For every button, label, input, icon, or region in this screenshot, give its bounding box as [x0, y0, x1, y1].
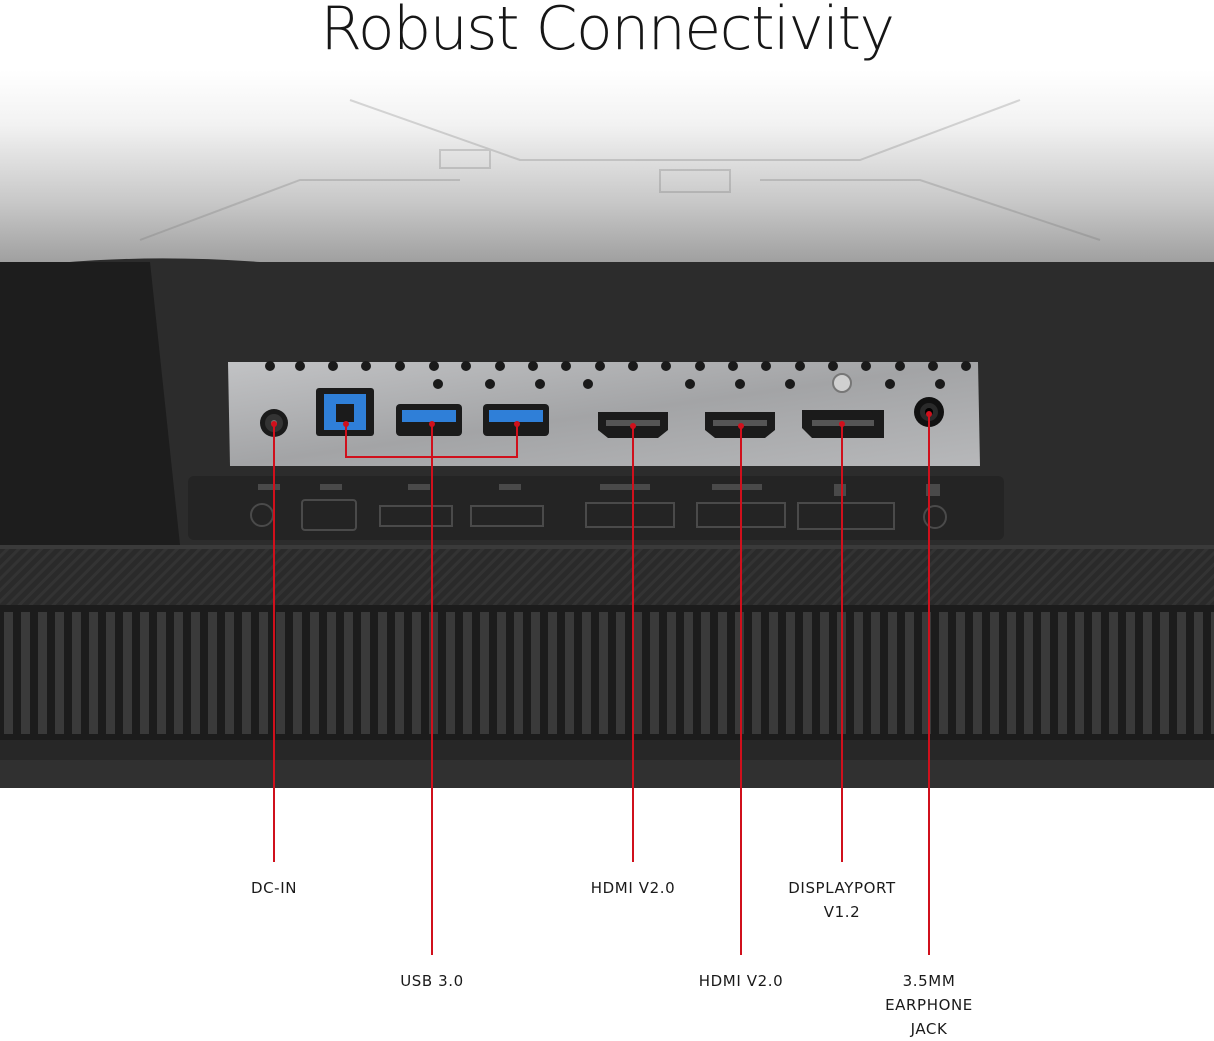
usb-a-port-2: [483, 404, 549, 436]
label-hdmi-2: HDMI V2.0: [590, 879, 676, 897]
page-title: Robust Connectivity: [320, 0, 895, 64]
label-displayport: DISPLAYPORT V1.2: [772, 876, 912, 924]
port-legend-strip: [188, 476, 1004, 540]
callout-lines: [273, 414, 930, 955]
label-dc-in: DC-IN: [250, 879, 298, 897]
label-earphone-line3: JACK: [910, 1020, 948, 1038]
label-usb: USB 3.0: [400, 972, 464, 990]
housing-top: [0, 70, 1214, 290]
usb-a-port-1: [396, 404, 462, 436]
label-displayport-line2: V1.2: [823, 903, 861, 921]
label-earphone: 3.5MM EARPHONE JACK: [869, 969, 989, 1041]
label-earphone-line1: 3.5MM: [902, 972, 956, 990]
usb-b-port: [316, 388, 374, 436]
label-earphone-line2: EARPHONE: [885, 996, 973, 1014]
label-displayport-line1: DISPLAYPORT: [788, 879, 896, 897]
label-hdmi-1: HDMI V2.0: [698, 972, 784, 990]
